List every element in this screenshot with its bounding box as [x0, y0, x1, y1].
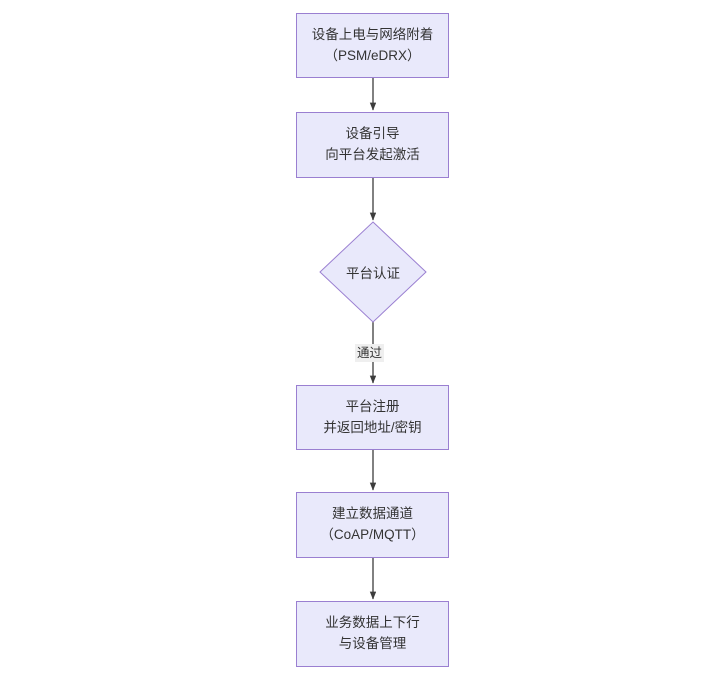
node-establish-data-channel[interactable]: 建立数据通道 （CoAP/MQTT） [296, 492, 449, 558]
node-platform-authentication[interactable]: 平台认证 [319, 221, 427, 323]
node-label-line: 业务数据上下行 [325, 615, 420, 631]
node-label-line: 平台注册 [345, 398, 400, 414]
node-label-line: 与设备管理 [338, 636, 407, 651]
node-label-line: 设备上电与网络附着 [311, 26, 434, 42]
diamond-shape [319, 221, 427, 323]
node-label-line: 向平台发起激活 [325, 147, 420, 162]
node-device-bootstrap[interactable]: 设备引导 向平台发起激活 [296, 112, 449, 178]
node-label-line: 平台认证 [346, 266, 400, 281]
node-platform-registration[interactable]: 平台注册 并返回地址/密钥 [296, 385, 449, 450]
node-device-power-on[interactable]: 设备上电与网络附着 （PSM/eDRX） [296, 13, 449, 78]
edge-label-pass: 通过 [355, 344, 385, 363]
node-label-line: （PSM/eDRX） [324, 47, 421, 63]
node-label-line: 并返回地址/密钥 [323, 419, 422, 435]
node-label-line: 建立数据通道 [332, 506, 413, 522]
node-label-line: （CoAP/MQTT） [320, 527, 425, 542]
node-business-data-and-device-management[interactable]: 业务数据上下行 与设备管理 [296, 601, 449, 667]
node-label-line: 设备引导 [345, 126, 400, 142]
